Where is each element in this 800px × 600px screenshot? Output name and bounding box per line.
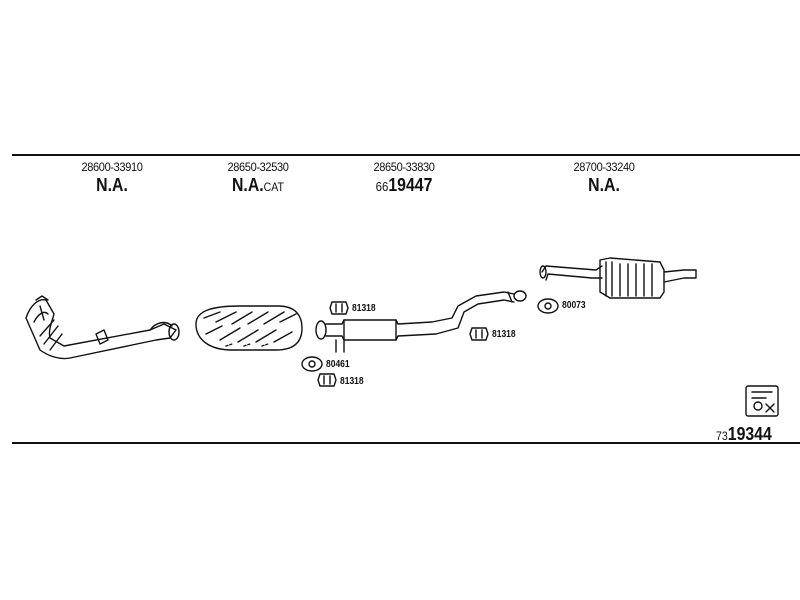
top-divider bbox=[12, 154, 800, 156]
callout-clamp-upper: 81318 bbox=[352, 303, 376, 314]
footer-diagram-number: 7319344 bbox=[716, 424, 772, 444]
document-badge-icon bbox=[745, 385, 779, 417]
rear-muffler-icon bbox=[539, 257, 697, 299]
callout-gasket-left: 80461 bbox=[326, 359, 350, 370]
part-number: 28700-33240 bbox=[573, 160, 635, 174]
callout-clamp-lower: 81318 bbox=[340, 376, 364, 387]
part-number: 28650-33830 bbox=[373, 160, 435, 174]
column-muffler: 28700-33240 N.A. bbox=[534, 160, 674, 196]
exhaust-manifold-icon bbox=[25, 295, 180, 360]
status-label: N.A. bbox=[588, 175, 620, 195]
status-label: 6619447 bbox=[375, 175, 433, 195]
part-number: 28600-33910 bbox=[81, 160, 143, 174]
center-pipe-icon bbox=[315, 290, 527, 353]
column-catalytic: 28650-32530 N.A.CAT bbox=[188, 160, 328, 198]
column-center-pipe: 28650-33830 6619447 bbox=[334, 160, 474, 198]
status-label: N.A. bbox=[96, 175, 128, 195]
callout-gasket-right: 80073 bbox=[562, 300, 586, 311]
status-label: N.A.CAT bbox=[231, 175, 285, 195]
callout-clamp-mid: 81318 bbox=[492, 329, 516, 340]
gasket-icon bbox=[301, 298, 559, 372]
part-number: 28650-32530 bbox=[227, 160, 289, 174]
clamp-icon bbox=[317, 301, 489, 387]
bottom-divider bbox=[12, 442, 800, 444]
column-manifold: 28600-33910 N.A. bbox=[42, 160, 182, 196]
catalytic-converter-icon bbox=[195, 305, 303, 351]
